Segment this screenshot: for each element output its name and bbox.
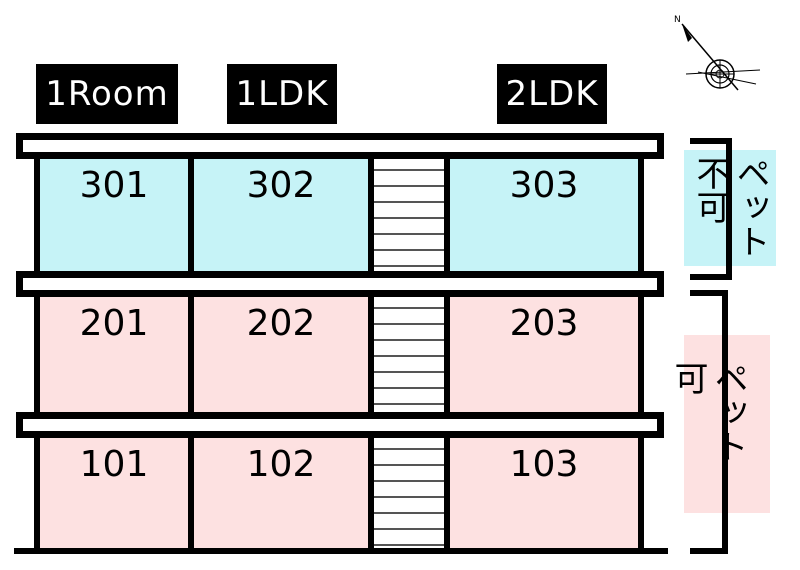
legend-pets-ok: ペット可 bbox=[668, 335, 770, 513]
unit-type-label-2ldk: 2LDK bbox=[497, 64, 607, 124]
compass-north-label: N bbox=[674, 15, 681, 25]
unit-103: 103 bbox=[444, 434, 644, 550]
legend-bracket-bottom bbox=[690, 290, 728, 554]
legend-bracket-top bbox=[690, 138, 732, 280]
unit-201: 201 bbox=[34, 293, 194, 417]
ground-line bbox=[14, 548, 668, 554]
floor-beam-2 bbox=[16, 412, 664, 438]
staircase bbox=[368, 155, 450, 272]
unit-301: 301 bbox=[34, 155, 194, 272]
compass-rose-icon: N bbox=[674, 15, 761, 91]
compass: N bbox=[668, 12, 768, 102]
roof-beam bbox=[16, 133, 664, 159]
floor-beam-3 bbox=[16, 271, 664, 297]
staircase bbox=[368, 293, 450, 417]
unit-303: 303 bbox=[444, 155, 644, 272]
unit-101: 101 bbox=[34, 434, 194, 550]
unit-102: 102 bbox=[188, 434, 374, 550]
unit-302: 302 bbox=[188, 155, 374, 272]
unit-202: 202 bbox=[188, 293, 374, 417]
staircase bbox=[368, 434, 450, 550]
unit-203: 203 bbox=[444, 293, 644, 417]
unit-type-label-1ldk: 1LDK bbox=[227, 64, 337, 124]
unit-type-label-1room: 1Room bbox=[36, 64, 178, 124]
